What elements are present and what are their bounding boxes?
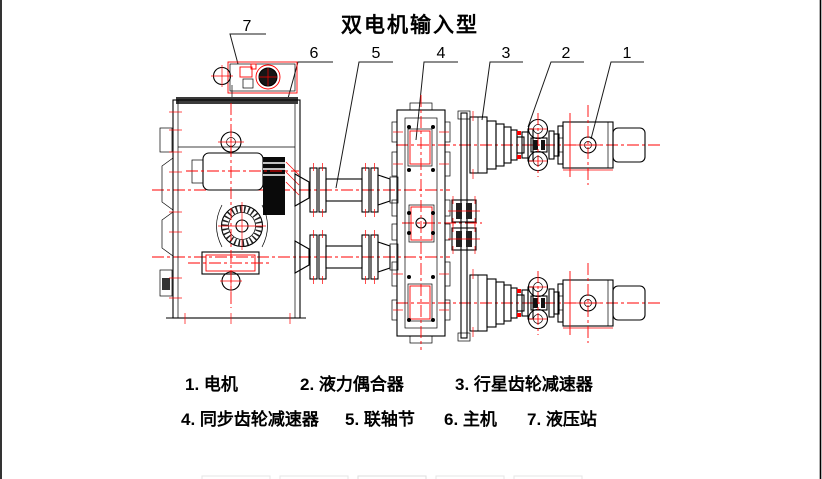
callout-5: 5 [372,45,381,62]
fluid-coupling-bottom [521,271,564,335]
bottom-thumbnail-strip [201,475,583,479]
callout-4: 4 [437,45,446,62]
diagram-title: 双电机输入型 [341,13,479,37]
planetary-reducer-top [469,111,525,179]
bolt-ticks-left [169,111,291,324]
fluid-coupling-top [521,113,564,177]
callout-7: 7 [243,18,252,35]
legend: 1. 电机 2. 液力偶合器 3. 行星齿轮减速器 4. 同步齿轮减速器 5. … [181,374,597,429]
callout-6: 6 [310,45,319,62]
callout-numbers: 7 6 5 4 3 2 1 [243,18,632,62]
legend-item-motor: 1. 电机 [185,374,238,394]
legend-item-sync-reducer: 4. 同步齿轮减速器 [181,409,320,429]
mount-plate [448,110,480,342]
plate-clamp-upper [448,196,480,226]
main-machine [159,97,306,324]
legend-item-planetary-reducer: 3. 行星齿轮减速器 [455,374,594,394]
callout-3: 3 [502,45,511,62]
plate-clamp-lower [448,224,480,254]
sync-gearbox [391,95,451,350]
callout-2: 2 [562,45,571,62]
planetary-reducer-bottom [469,269,525,337]
legend-item-coupling: 5. 联轴节 [345,409,415,429]
coupling-bottom [294,230,399,284]
legend-item-main-machine: 6. 主机 [444,409,497,429]
callout-1: 1 [623,45,632,62]
motor-bottom [557,263,646,343]
legend-item-hydraulic-station: 7. 液压站 [527,409,597,429]
callout-leaders [229,33,644,189]
motor-top [557,105,646,185]
legend-item-fluid-coupling: 2. 液力偶合器 [300,374,405,394]
hydraulic-station [211,61,298,100]
gearbox-bolts [407,125,435,322]
coupling-top [294,163,399,217]
